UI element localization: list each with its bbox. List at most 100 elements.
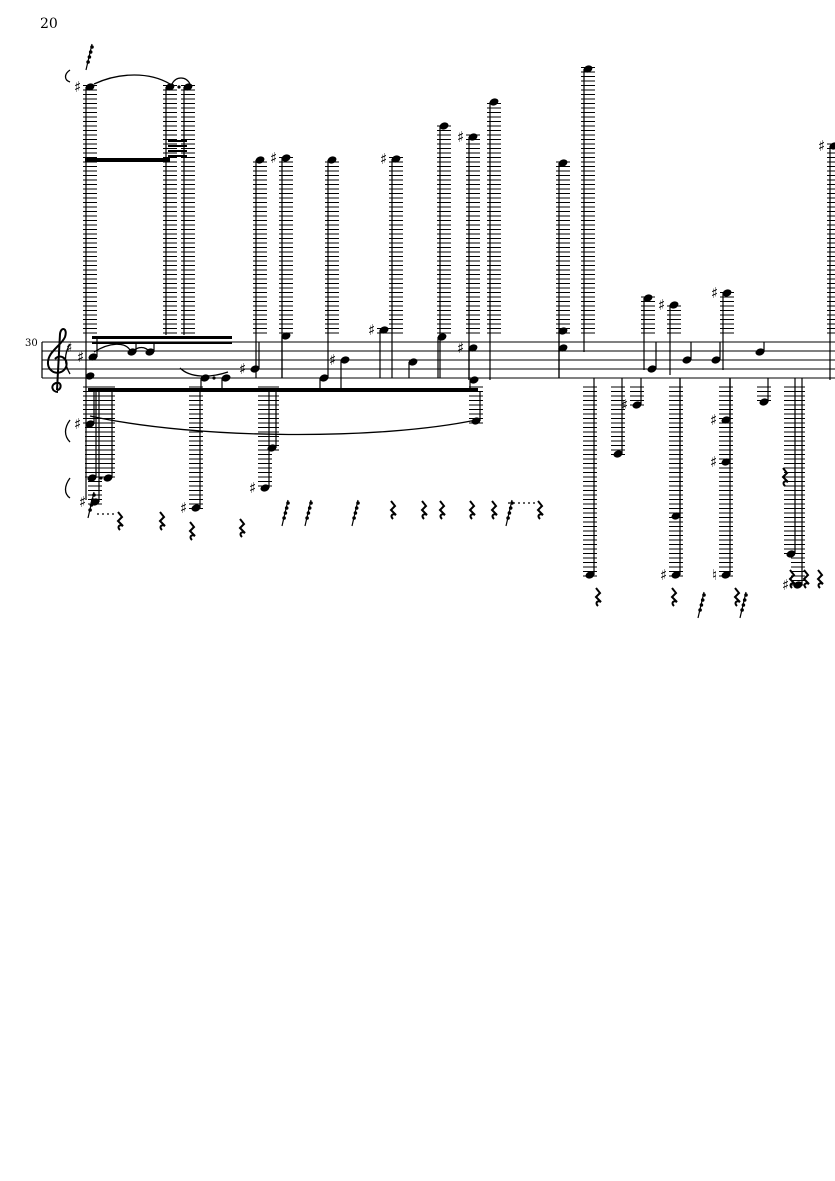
note-head (471, 417, 481, 425)
rest-flag (510, 501, 514, 505)
note-head (613, 450, 623, 458)
rests (85, 43, 824, 619)
rest-flag (354, 506, 359, 510)
ties (64, 69, 477, 499)
rest-flag (352, 516, 356, 520)
note-head (721, 571, 731, 579)
rest-flag (353, 511, 358, 515)
quarter-rest (420, 500, 428, 520)
note-head (671, 571, 681, 579)
note-head (583, 65, 593, 73)
page-number: 20 (40, 16, 58, 32)
rest-flag (356, 501, 360, 505)
note-head (721, 416, 731, 424)
note-head (165, 83, 175, 91)
note-head (558, 327, 568, 335)
note-head (558, 344, 568, 352)
note-head (585, 571, 595, 579)
note-head (711, 356, 721, 364)
rest-flag (700, 598, 705, 602)
note-head (267, 444, 277, 452)
rest-flag (742, 598, 747, 602)
note-head (632, 401, 642, 409)
note-head (391, 155, 401, 163)
rest-flag (744, 593, 748, 597)
note-head (755, 348, 765, 356)
note-head (439, 122, 449, 130)
note-stems (85, 69, 831, 585)
rest-flag (88, 508, 92, 512)
note-head (489, 98, 499, 106)
note-head (85, 83, 95, 91)
note-head (669, 301, 679, 309)
quarter-rest (670, 587, 678, 607)
note-head (722, 289, 732, 297)
note-head (793, 581, 803, 589)
quarter-rest (389, 500, 397, 520)
note-head (379, 326, 389, 334)
note-head (647, 365, 657, 373)
note-head (786, 550, 796, 558)
sharp-accidental: ♯ (74, 78, 81, 96)
ledger-lines (83, 67, 835, 586)
rest-flag (699, 603, 704, 607)
note-head (191, 504, 201, 512)
sharp-accidental: ♯ (368, 321, 375, 339)
note-head (408, 358, 418, 366)
sharp-accidental: ♯ (621, 396, 628, 414)
note-head (468, 133, 478, 141)
sharp-accidental: ♯ (457, 128, 464, 146)
rest-flag (87, 55, 92, 59)
note-head (829, 142, 835, 150)
rest-flag (698, 608, 702, 612)
rest-flag (282, 516, 286, 520)
sharp-accidental: ♯ (660, 566, 667, 584)
note-head (281, 154, 291, 162)
rest-flag (286, 501, 290, 505)
rest-flag (306, 511, 311, 515)
sharp-accidental: ♯ (711, 284, 718, 302)
quarter-rest (238, 518, 246, 538)
note-head (759, 398, 769, 406)
quarter-rest (781, 467, 789, 487)
rest-flag (309, 501, 313, 505)
quarter-rest (816, 569, 824, 589)
note-head (437, 333, 447, 341)
rest-flag (507, 511, 512, 515)
rest-flag (508, 506, 513, 510)
sharp-accidental: ♯ (782, 576, 789, 594)
rest-flag (740, 608, 744, 612)
note-head (671, 512, 681, 520)
rest-flag (89, 503, 94, 507)
note-head (87, 474, 97, 482)
sharp-accidental: ♯ (239, 360, 246, 378)
note-head (260, 484, 270, 492)
note-head (255, 156, 265, 164)
sharp-accidental: ♯ (329, 351, 336, 369)
note-head (250, 365, 260, 373)
note-head (183, 83, 193, 91)
note-head (721, 458, 731, 466)
quarter-rest (188, 521, 196, 541)
rest-flag (90, 498, 95, 502)
note-head (221, 374, 231, 382)
rest-flag (741, 603, 746, 607)
rest-flag (506, 516, 510, 520)
note-head (327, 156, 337, 164)
quarter-rest (802, 569, 810, 589)
quarter-rest (536, 500, 544, 520)
augmentation-dot (212, 376, 216, 380)
rest-flag (86, 60, 90, 64)
sharp-accidental: ♯ (79, 493, 86, 511)
quarter-rest (788, 569, 796, 589)
note-head (468, 344, 478, 352)
sharp-accidental: ♯ (180, 499, 187, 517)
quarter-rest (733, 587, 741, 607)
quarter-rest (468, 500, 476, 520)
quarter-rest (490, 500, 498, 520)
natural-accidental: ♮ (712, 566, 717, 584)
key-signature-sharp: ♯ (66, 341, 72, 356)
accidentals: ♯♯♯♯♯♯♯♯♯♯♯♯♯♯♯♯♯♯♯♯♮♯ (74, 78, 825, 594)
quarter-rest (438, 500, 446, 520)
